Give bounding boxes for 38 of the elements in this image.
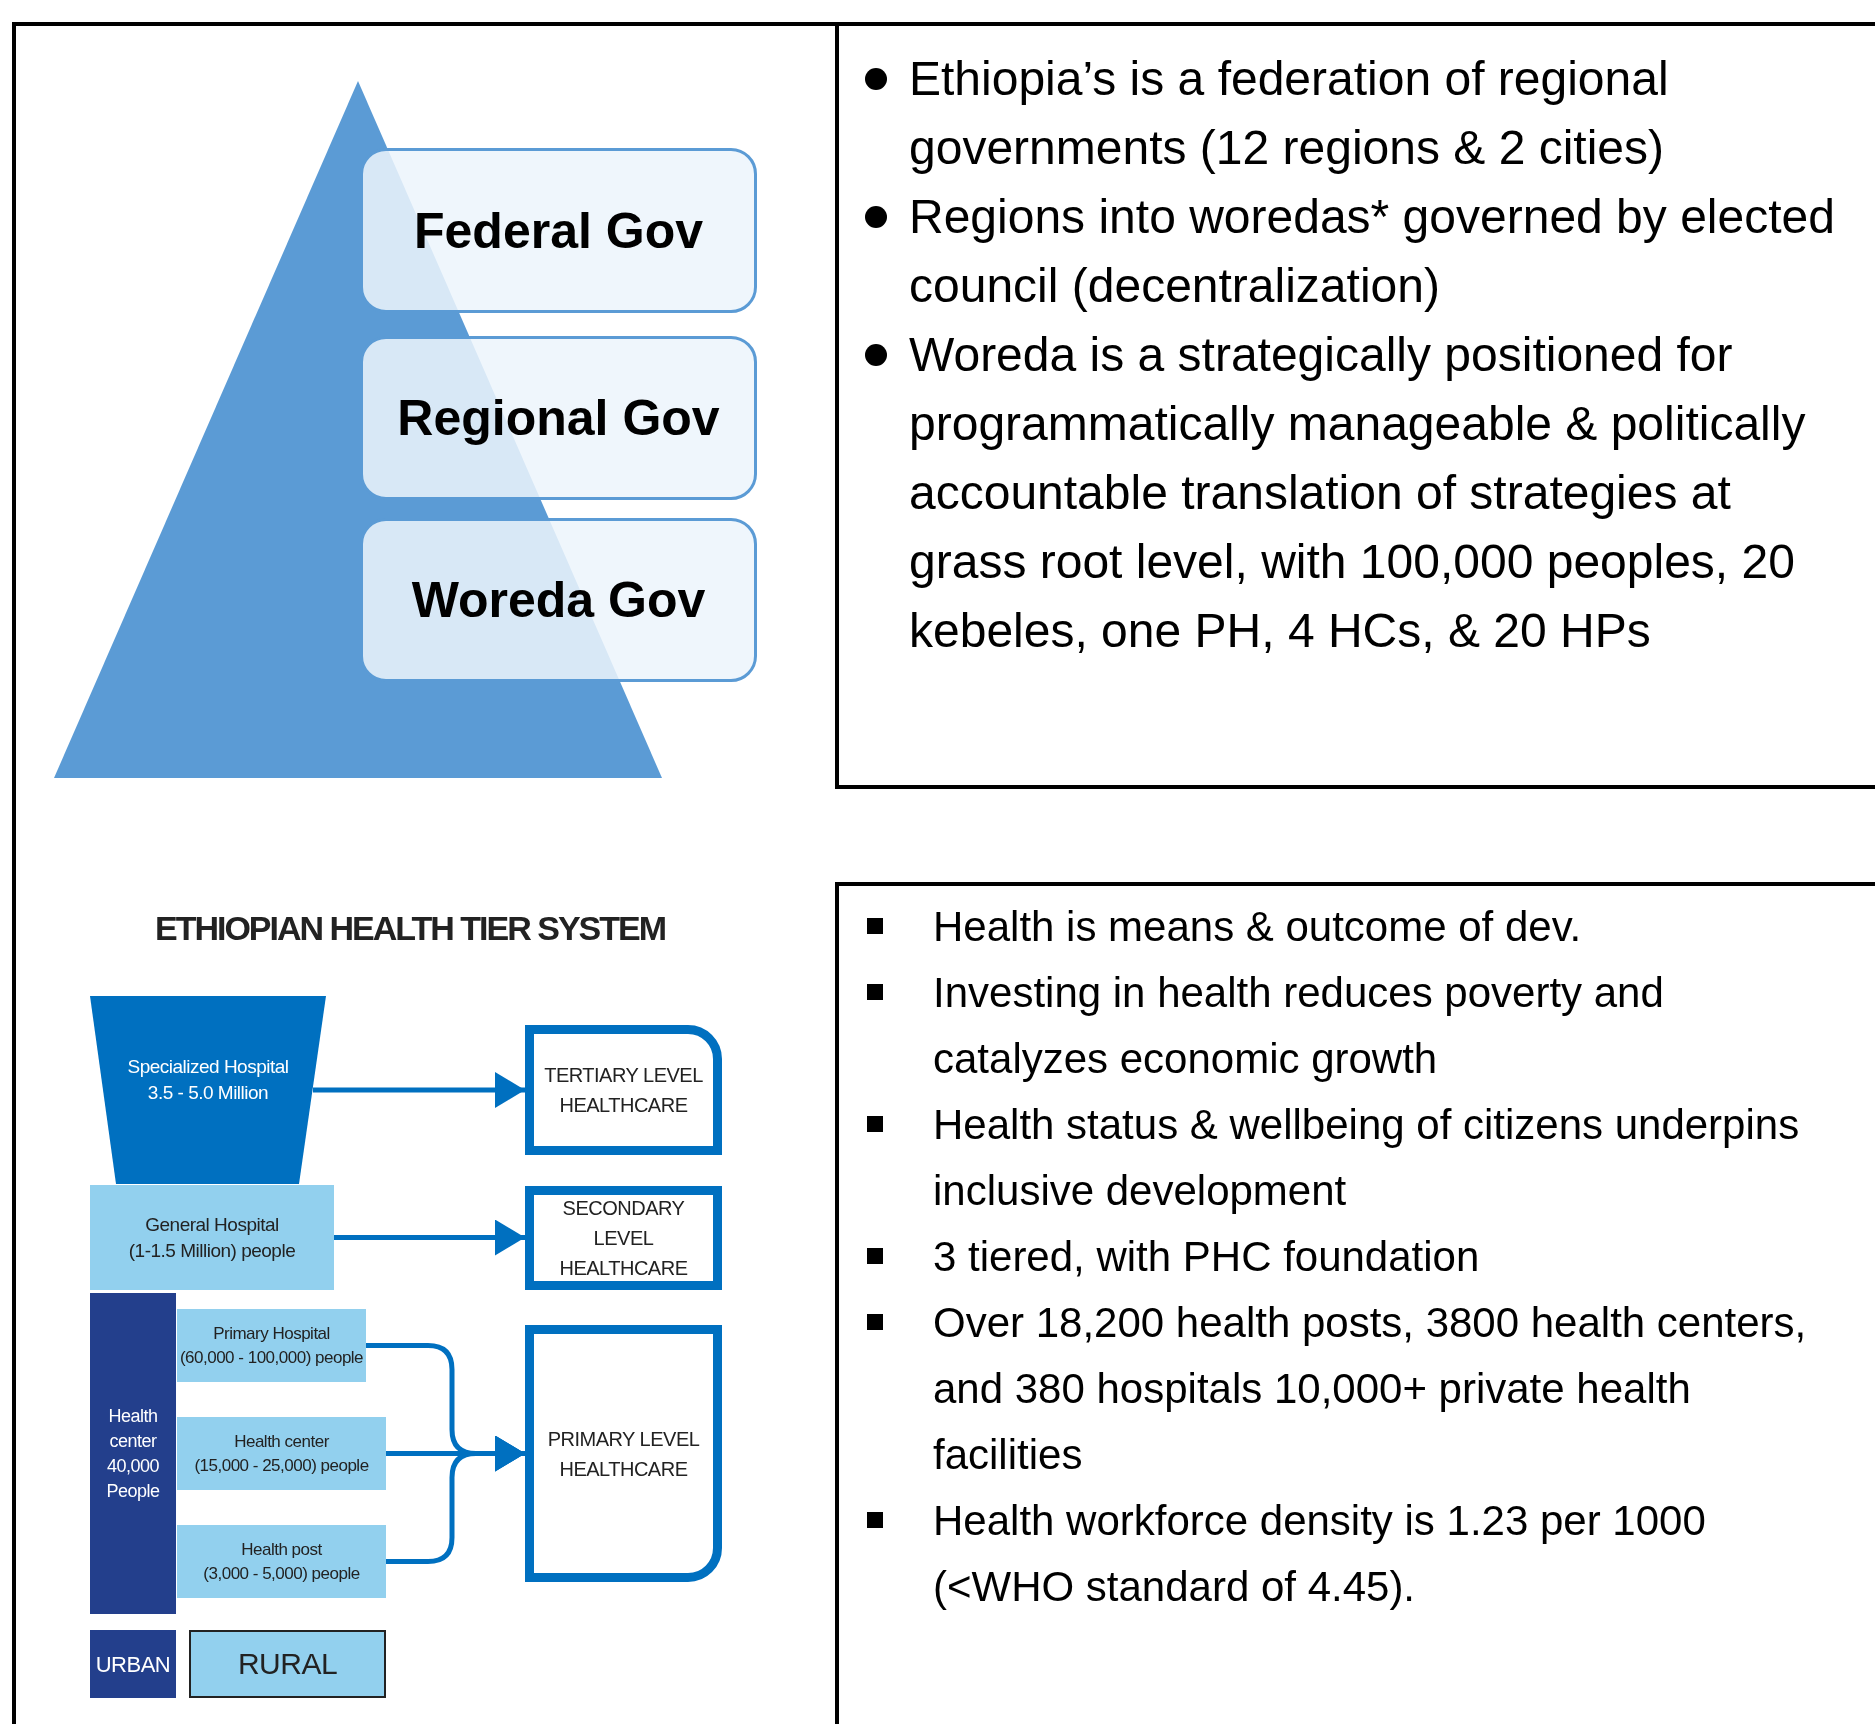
arrow [334,1219,525,1256]
tier-label: Specialized Hospital [127,1055,289,1079]
tier-label: (60,000 - 100,000) people [179,1346,364,1369]
level-box: PRIMARY LEVEL HEALTHCARE [525,1325,722,1582]
woreda-gov-box: Woreda Gov [360,518,757,682]
bullet-text: Over 18,200 health posts, 3800 health centers, and 380 hospitals 10,000+ private health facilities [933,1298,1808,1480]
bullet-text: Investing in health reduces poverty and catalyzes economic growth [933,968,1665,1084]
bullet-text: Regions into woredas* governed by elected council (decentralization) [909,189,1835,314]
facility-band [177,1309,366,1382]
tier-label: (1-1.5 Million) people [128,1238,296,1263]
facility-band [177,1525,386,1598]
tier-label: (3,000 - 5,000) people [203,1562,360,1585]
area-tag: RURAL [189,1630,386,1698]
bullet-text: 3 tiered, with PHC foundation [933,1232,1481,1282]
tier-label: Health post [241,1538,322,1561]
hospital-band [90,1185,334,1290]
hospital-trapezoid [90,996,326,1184]
text-panel [835,882,1875,1724]
tier-system-label: ETHIOPIAN HEALTH TIER SYSTEM [153,908,667,949]
tier-label: Primary Hospital [213,1322,330,1345]
bullet-text: Ethiopia’s is a federation of regional governments (12 regions & 2 cities) [909,51,1670,176]
bullet-text: Health status & wellbeing of citizens underpins inclusive development [933,1100,1801,1216]
health-center-bar: Health center 40,000 People [90,1293,176,1614]
bullet-text: Woreda is a strategically positioned for programmatically manageable & politically accountable translation of strategies at grass root level, with 100,000 peoples, 20 kebeles, one PH, 4 HCs, & 20 HPs [909,327,1807,659]
arrow [386,1435,525,1564]
regional-gov-box: Regional Gov [360,336,757,500]
facility-band [177,1417,386,1490]
federal-gov-box: Federal Gov [360,148,757,313]
tier-label: Health center [234,1430,329,1453]
tier-label: (15,000 - 25,000) people [194,1454,369,1477]
tier-label: General Hospital [145,1212,279,1237]
level-box: SECONDARY LEVEL HEALTHCARE [525,1186,722,1290]
bullet-text: Health workforce density is 1.23 per 1000 (<WHO standard of 4.45). [933,1496,1707,1612]
area-tag: URBAN [90,1630,176,1698]
bullet-text: Health is means & outcome of dev. [933,902,1583,952]
level-box: TERTIARY LEVEL HEALTHCARE [525,1025,722,1155]
arrow [313,1072,525,1108]
tier-label: 3.5 - 5.0 Million [147,1081,269,1105]
